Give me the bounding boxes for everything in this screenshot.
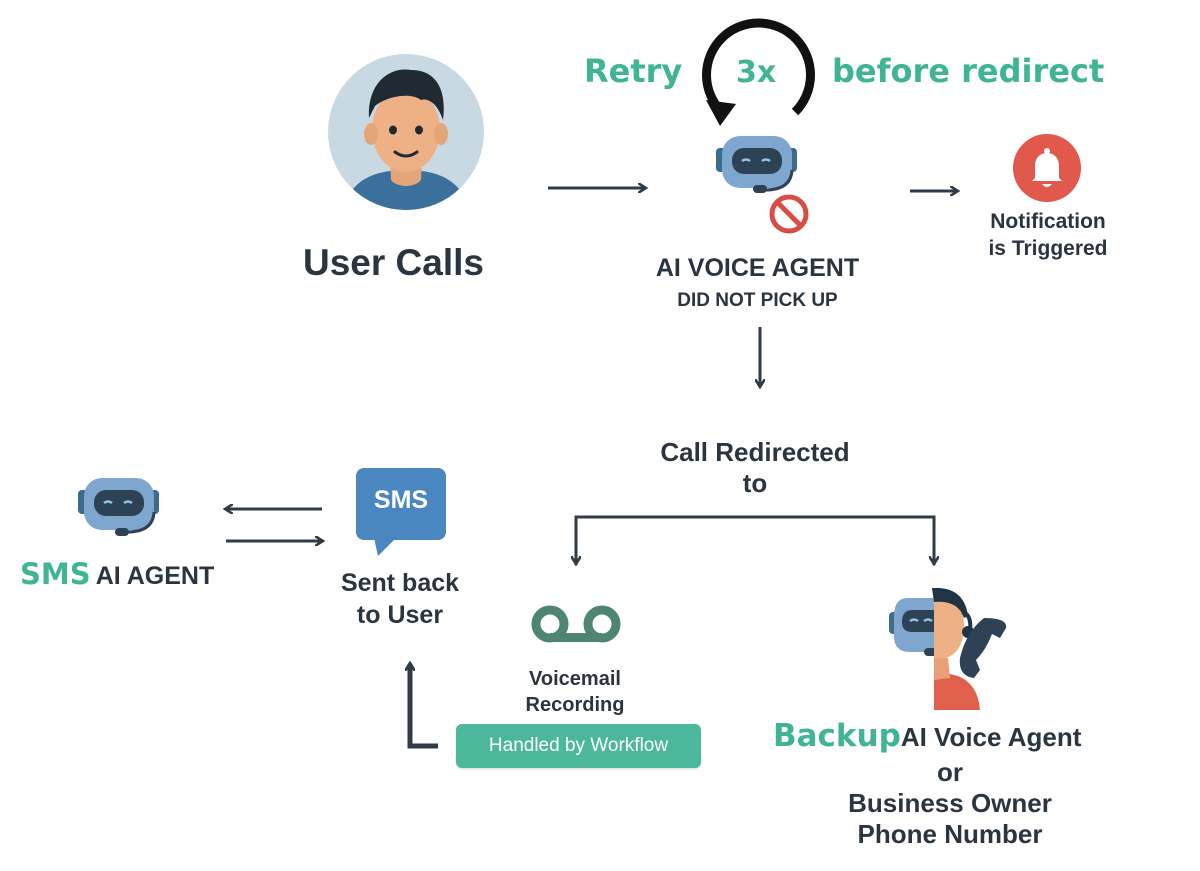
backup-line1: AI Voice Agent	[900, 722, 1082, 752]
sms-agent-text: AI AGENT	[95, 562, 215, 590]
notification-line1: Notification	[990, 210, 1106, 233]
redirect-line1: Call Redirected	[660, 437, 850, 467]
sms-line1: Sent back	[340, 569, 460, 597]
voice-agent-title: AI VOICE AGENT	[655, 254, 860, 282]
backup-agent-owner-icon	[888, 587, 1012, 710]
handled-by-workflow-badge: Handled by Workflow	[456, 724, 701, 768]
backup-options-label: or Business Owner Phone Number	[820, 757, 1080, 850]
sms-agent-robot-icon	[77, 478, 167, 548]
backup-prefix: Backup	[773, 718, 901, 754]
sms-sent-back-label: Sent back to User	[320, 567, 480, 631]
sms-line2: to User	[356, 601, 444, 629]
user-avatar	[327, 48, 485, 218]
retry-suffix: before redirect	[832, 52, 1105, 90]
voicemail-label: Voicemail Recording	[500, 666, 650, 718]
backup-first-line: BackupAI Voice Agent	[773, 718, 1081, 754]
arrow-split-bracket	[574, 515, 936, 565]
backup-line2: or	[937, 757, 963, 787]
sms-agent-prefix: SMS	[20, 557, 91, 591]
voicemail-line1: Voicemail	[529, 668, 621, 690]
user-calls-label: User Calls	[303, 242, 484, 283]
backup-line4: Phone Number	[857, 819, 1043, 849]
voicemail-icon	[530, 603, 622, 645]
arrow-workflow-to-sms	[410, 664, 438, 749]
backup-line3: Business Owner	[848, 788, 1052, 818]
retry-count: 3x	[736, 55, 777, 90]
call-redirected-label: Call Redirected to	[630, 437, 880, 499]
notification-line2: is Triggered	[988, 237, 1108, 260]
voicemail-line2: Recording	[525, 694, 625, 716]
retry-label: Retry	[584, 52, 683, 90]
ai-voice-agent-robot-icon	[715, 134, 815, 234]
bell-icon	[1013, 134, 1081, 202]
notification-text: Notification is Triggered	[975, 208, 1121, 262]
sms-agent-label: SMS AI AGENT	[20, 557, 214, 591]
sms-bubble-icon: SMS	[356, 468, 448, 558]
voice-agent-status: DID NOT PICK UP	[677, 290, 838, 311]
redirect-line2: to	[742, 468, 768, 498]
retry-loop-arrow	[702, 18, 815, 116]
sms-bubble-text: SMS	[373, 486, 429, 514]
